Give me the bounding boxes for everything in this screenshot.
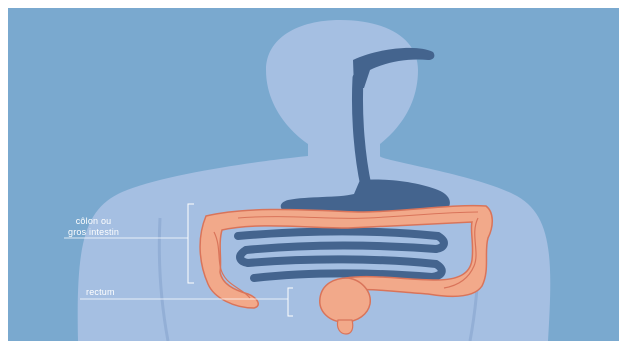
diagram-panel: côlon ou gros intestin rectum bbox=[8, 8, 619, 341]
rectum bbox=[320, 278, 370, 322]
body-silhouette bbox=[78, 20, 551, 341]
rectum-label: rectum bbox=[86, 287, 115, 298]
colon-label: côlon ou gros intestin bbox=[68, 216, 119, 238]
anal-canal bbox=[337, 320, 352, 334]
